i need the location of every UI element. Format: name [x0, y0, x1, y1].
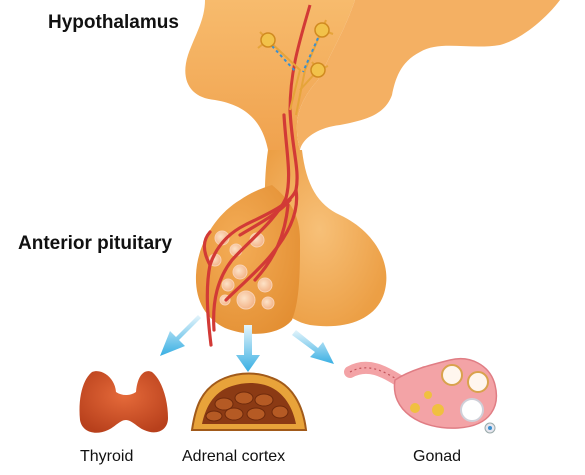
arrow-down-right-icon [292, 330, 334, 364]
thyroid-label: Thyroid [80, 448, 134, 465]
neuron-icon [257, 19, 334, 116]
arrow-down-icon [236, 325, 260, 372]
gonad-label: Gonad [413, 448, 462, 465]
anterior-pituitary-label: Anterior pituitary [18, 233, 173, 254]
hypothalamus-label: Hypothalamus [48, 12, 179, 33]
arrow-down-left-icon [160, 315, 201, 356]
gonad-ovary [344, 358, 498, 434]
adrenal-cortex-gland [190, 372, 308, 431]
vessel-top [288, 4, 312, 111]
hypothalamus-shape [185, 0, 560, 150]
portal-vessels [202, 108, 299, 347]
thyroid-gland [79, 371, 168, 433]
adrenal-cortex-label: Adrenal cortex [182, 448, 286, 465]
